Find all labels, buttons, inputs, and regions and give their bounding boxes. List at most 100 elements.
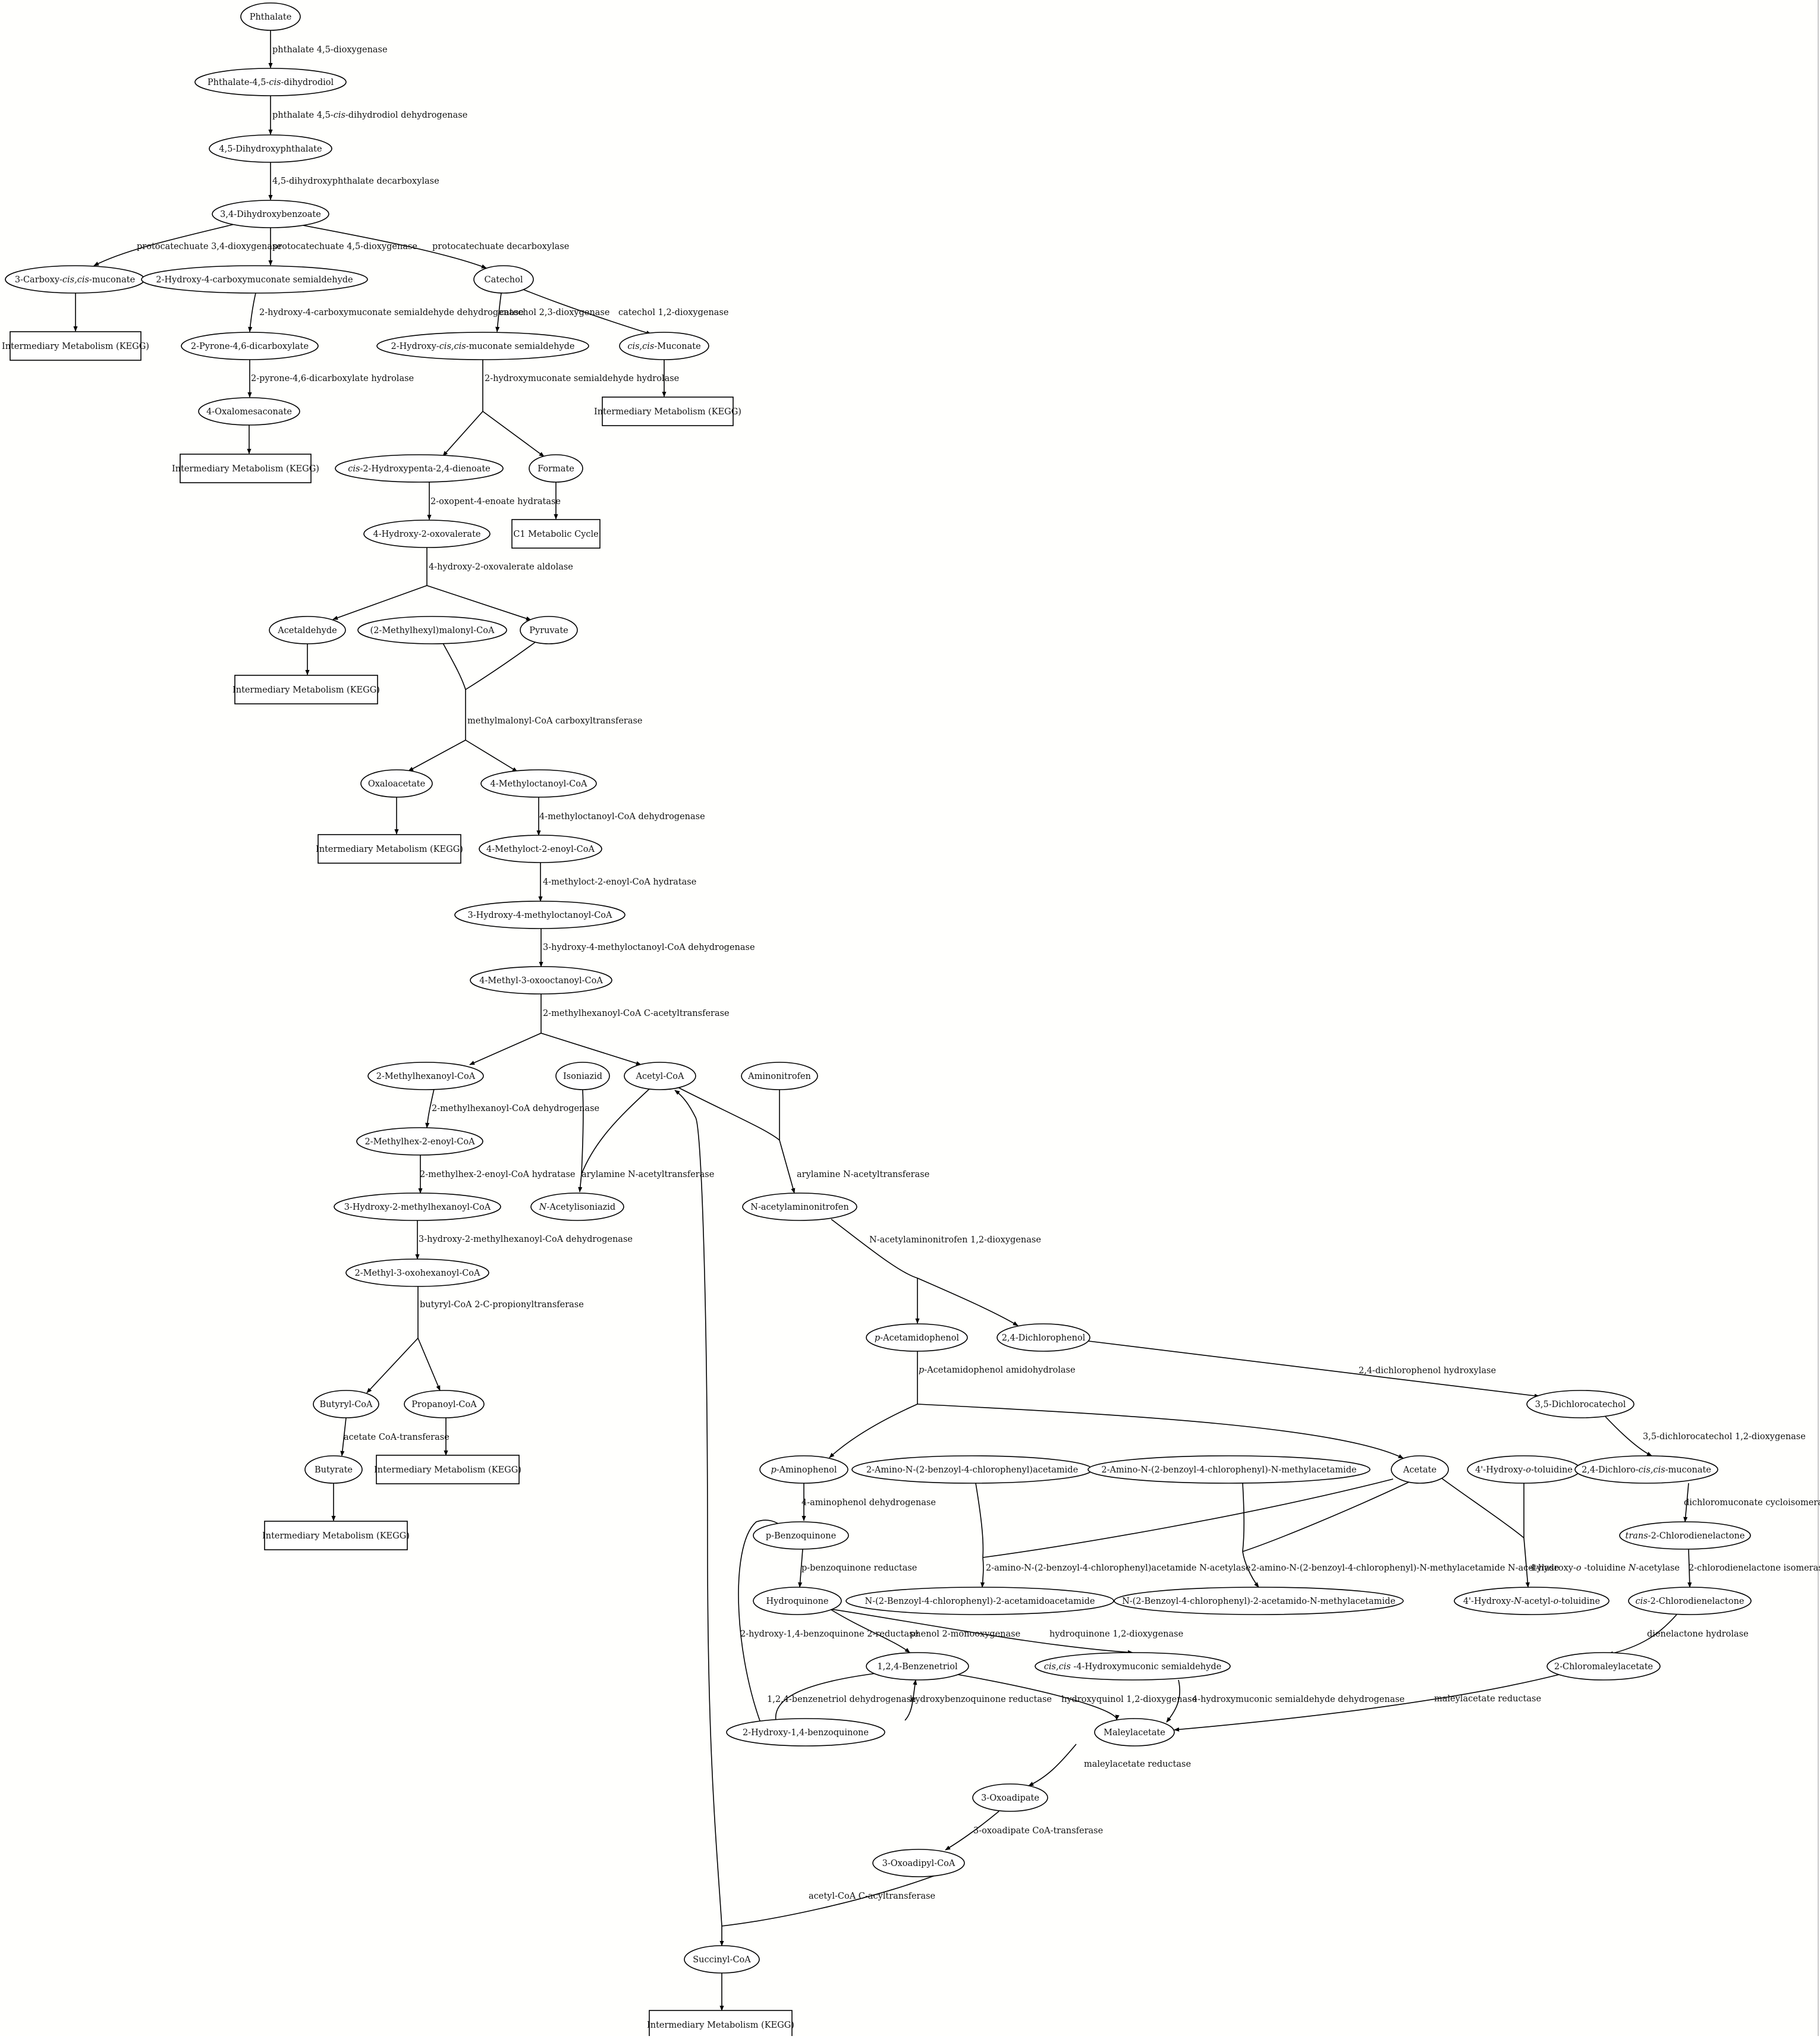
node-ellipse	[141, 265, 368, 294]
node-ellipse	[313, 1390, 379, 1418]
node-ellipse	[198, 397, 300, 426]
edge-label-hms_dh2: 4-hydroxymuconic semialdehyde dehydrogen…	[1192, 1695, 1404, 1704]
node-label: 2,4-Dichloro-cis,cis-muconate	[1582, 1465, 1711, 1475]
node-label: Intermediary Metabolism (KEGG)	[594, 407, 741, 417]
node-mo2e: 4-Methyloct-2-enoyl-CoA	[479, 835, 602, 863]
node-label: Butyryl-CoA	[320, 1400, 373, 1409]
edge-41	[676, 1086, 780, 1141]
node-isoniazid: Isoniazid	[555, 1062, 610, 1090]
edge-76	[1166, 1679, 1181, 1723]
edge-75	[951, 1673, 1120, 1720]
node-label: 3-Carboxy-cis,cis-muconate	[15, 275, 135, 285]
node-label: Acetyl-CoA	[635, 1072, 684, 1081]
node-acetylcoa: Acetyl-CoA	[624, 1062, 696, 1090]
node-kegg2: Intermediary Metabolism (KEGG)	[594, 397, 741, 426]
node-ellipse	[619, 332, 709, 360]
node-label: N-(2-Benzoyl-4-chlorophenyl)-2-acetamido…	[1122, 1597, 1395, 1606]
edge-70	[1608, 1614, 1677, 1656]
node-ellipse	[726, 1718, 885, 1747]
node-label: Oxaloacetate	[368, 779, 425, 789]
edge-38	[581, 1088, 650, 1175]
node-label: p-Acetamidophenol	[875, 1333, 960, 1343]
node-ellipse	[473, 265, 534, 294]
node-label: C1 Metabolic Cycle	[513, 530, 598, 539]
node-label: Aminonitrofen	[747, 1072, 811, 1081]
node-label: Formate	[537, 464, 574, 474]
node-ellipse	[240, 2, 301, 31]
node-ellipse	[1574, 1455, 1718, 1484]
edge-39	[578, 1173, 583, 1192]
edge-label-pc45: protocatechuate 4,5-dioxygenase	[272, 242, 417, 251]
edge-label-ma_red: maleylacetate reductase	[1434, 1694, 1541, 1704]
edge-label-acetate_ct: acetate CoA-transferase	[344, 1433, 450, 1442]
node-kegg1: Intermediary Metabolism (KEGG)	[2, 331, 149, 361]
node-h4mo: 3-Hydroxy-4-methyloctanoyl-CoA	[454, 901, 625, 929]
node-ellipse	[376, 332, 589, 360]
node-methylhexylmalonyl: (2-Methylhexyl)malonyl-CoA	[357, 616, 507, 644]
node-label: Phthalate	[250, 12, 292, 22]
node-ellipse	[759, 1455, 848, 1484]
node-label: 3,4-Dihydroxybenzoate	[220, 210, 321, 219]
node-ellipse	[1619, 1521, 1751, 1550]
edge-label-acetylcoa_act: acetyl-CoA C-acyltransferase	[809, 1892, 935, 1901]
edge-label-cat12: catechol 1,2-dioxygenase	[618, 308, 728, 317]
node-ellipse	[1546, 1652, 1661, 1681]
edge-20	[426, 585, 532, 621]
edge-label-dcm_cyclo: dichloromuconate cycloisomerase	[1684, 1498, 1820, 1508]
node-kegg7: Intermediary Metabolism (KEGG)	[262, 1521, 410, 1550]
node-label: Intermediary Metabolism (KEGG)	[232, 685, 380, 695]
node-ellipse	[357, 616, 507, 644]
edge-33	[540, 1033, 642, 1065]
edge-label-moc_hyd: 4-methyloct-2-enoyl-CoA hydratase	[543, 877, 696, 887]
edge-label-butyryl_ppt: butyryl-CoA 2-C-propionyltransferase	[420, 1300, 584, 1310]
edge-label-hbq_red2: hydroxybenzoquinone reductase	[910, 1695, 1052, 1704]
edge-label-mhc_dh: 2-methylhexanoyl-CoA dehydrogenase	[432, 1104, 599, 1113]
edge-label-nat2: arylamine N-acetyltransferase	[797, 1170, 929, 1179]
node-formate: Formate	[529, 454, 583, 483]
node-ellipse	[356, 1127, 483, 1156]
node-kegg8: Intermediary Metabolism (KEGG)	[647, 2010, 794, 2039]
node-label: Intermediary Metabolism (KEGG)	[172, 464, 319, 474]
node-label: 2-Hydroxy-cis,cis-muconate semialdehyde	[391, 342, 575, 351]
node-label: Hydroquinone	[766, 1597, 828, 1606]
node-label: Intermediary Metabolism (KEGG)	[647, 2021, 794, 2030]
node-label: 3,5-Dichlorocatechol	[1535, 1400, 1626, 1409]
node-mhcoa: 2-Methylhexanoyl-CoA	[367, 1062, 484, 1090]
node-ellipse	[972, 1783, 1048, 1812]
edge-62	[1242, 1481, 1410, 1552]
node-ellipse	[845, 1587, 1114, 1615]
node-kegg6: Intermediary Metabolism (KEGG)	[374, 1455, 521, 1484]
edge-55	[917, 1404, 1404, 1459]
edge-label-hms_hyd: 2-hydroxymuconate semialdehyde hydrolase	[485, 374, 679, 383]
node-ellipse	[520, 616, 578, 644]
node-kegg4: Intermediary Metabolism (KEGG)	[232, 675, 380, 704]
edge-label-nat1: arylamine N-acetyltransferase	[581, 1170, 714, 1179]
edge-22	[442, 643, 466, 690]
node-hmsa: 2-Hydroxy-cis,cis-muconate semialdehyde	[376, 332, 589, 360]
edge-81	[721, 1874, 939, 1927]
node-acetate: Acetate	[1391, 1455, 1449, 1484]
edge-label-moc_dh: 4-methyloctanoyl-CoA dehydrogenase	[539, 812, 705, 822]
node-hpd: cis-2-Hydroxypenta-2,4-dienoate	[335, 454, 504, 483]
edge-56	[1605, 1416, 1652, 1456]
edge-25	[408, 740, 466, 772]
edge-72	[827, 1608, 1133, 1655]
node-label: 4'-Hydroxy-o-toluidine	[1475, 1465, 1573, 1475]
node-ellipse	[1628, 1587, 1752, 1615]
edge-7	[248, 292, 256, 332]
node-oxoadipate: 3-Oxoadipate	[972, 1783, 1048, 1812]
node-ellipse	[742, 1192, 857, 1221]
edge-78	[1028, 1744, 1077, 1786]
edge-79	[945, 1811, 999, 1851]
node-oxaloacetate: Oxaloacetate	[360, 769, 433, 798]
node-ellipse	[363, 520, 491, 548]
node-label: cis,cis-Muconate	[627, 342, 700, 351]
node-maleylacetate: Maleylacetate	[1094, 1718, 1175, 1747]
node-label: 2-Chloromaleylacetate	[1554, 1662, 1653, 1672]
node-box	[10, 331, 142, 361]
edge-label-diol_dehydrogenase: phthalate 4,5-cis-dihydrodiol dehydrogen…	[272, 111, 467, 120]
edge-label-hq12diox: hydroxyquinol 1,2-dioxygenase	[1061, 1695, 1197, 1704]
node-ellipse	[624, 1062, 696, 1090]
node-hydroquinone: Hydroquinone	[753, 1587, 842, 1615]
